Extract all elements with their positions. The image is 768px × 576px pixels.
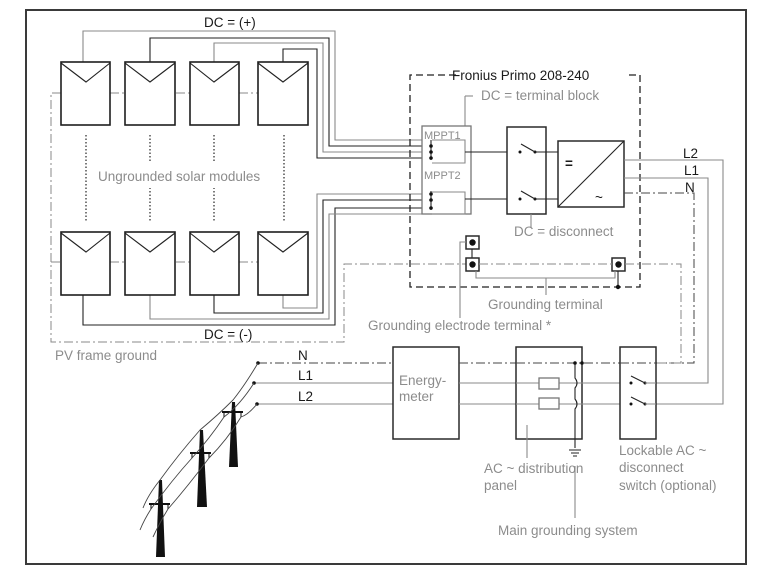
grounding-terminal-left: [465, 257, 480, 272]
grounding-electrode-label: Grounding electrode terminal *: [368, 318, 552, 333]
ac-switch-label-2: disconnect: [619, 460, 684, 475]
solar-module: [124, 231, 176, 296]
pv-frame-ground-line: [50, 92, 470, 343]
ac-switch-label-3: switch (optional): [619, 478, 717, 493]
ground-bus: [574, 363, 578, 448]
inverter-out-n: N: [685, 180, 695, 195]
ac-panel-label-2: panel: [484, 478, 517, 493]
pv-frame-ground-label: PV frame ground: [55, 348, 157, 363]
solar-module: [257, 231, 309, 296]
grid-l2-label: L2: [298, 389, 313, 404]
grounding-terminal-label: Grounding terminal: [488, 297, 603, 312]
grid-l1-label: L1: [298, 368, 313, 383]
inverter-out-l1: L1: [684, 163, 699, 178]
energy-meter-label-2: meter: [399, 389, 434, 404]
terminal-block-label: DC = terminal block: [481, 88, 599, 103]
dc-symbol: =: [565, 156, 573, 171]
inverter-converter: = ~: [557, 140, 625, 208]
main-grounding-label: Main grounding system: [498, 523, 638, 538]
solar-modules-top-row: [60, 61, 309, 126]
ac-disconnect-switch: [619, 346, 657, 440]
dc-disconnect-label: DC = disconnect: [514, 224, 614, 239]
energy-meter-label-1: Energy-: [399, 373, 446, 388]
solar-modules-label: Ungrounded solar modules: [98, 169, 260, 184]
dc-negative-label: DC = (-): [204, 327, 252, 342]
ac-distribution-panel: [515, 346, 583, 440]
dc-negative-wires: [82, 193, 432, 326]
solar-modules-bottom-row: [60, 231, 309, 296]
breaker-l1: [538, 377, 560, 390]
inverter-title: Fronius Primo 208-240: [452, 68, 589, 83]
mppt1-label: MPPT1: [424, 130, 461, 142]
equipment-ground-line: [479, 263, 682, 364]
ac-switch-contacts: [629, 375, 647, 406]
utility-pole: [222, 402, 243, 467]
solar-module: [189, 61, 240, 126]
grid-n-label: N: [298, 348, 308, 363]
solar-module: [257, 61, 309, 126]
utility-poles-icon: [139, 362, 259, 557]
ac-panel-label-1: AC ~ distribution: [484, 461, 583, 476]
dc-positive-label: DC = (+): [204, 15, 256, 30]
grounding-terminal-right: [611, 257, 626, 272]
ac-switch-label-1: Lockable AC ~: [619, 443, 707, 458]
solar-module: [124, 61, 176, 126]
ac-symbol: ~: [595, 190, 603, 205]
solar-module: [60, 231, 111, 296]
solar-module: [60, 61, 111, 126]
dc-disconnect-box: [506, 126, 547, 215]
breaker-l2: [538, 397, 560, 410]
inverter-out-l2: L2: [683, 146, 698, 161]
energy-meter: [392, 346, 460, 440]
mppt2-label: MPPT2: [424, 170, 461, 182]
ground-symbol: [569, 449, 581, 457]
terminal-dots: [429, 144, 433, 210]
label-bg: [94, 162, 280, 188]
solar-module: [189, 231, 240, 296]
dc-positive-wires: [82, 30, 432, 159]
dc-disconnect-switch: [518, 143, 537, 201]
grounding-electrode-terminal: [465, 235, 480, 250]
inverter-enclosure: [409, 74, 641, 288]
